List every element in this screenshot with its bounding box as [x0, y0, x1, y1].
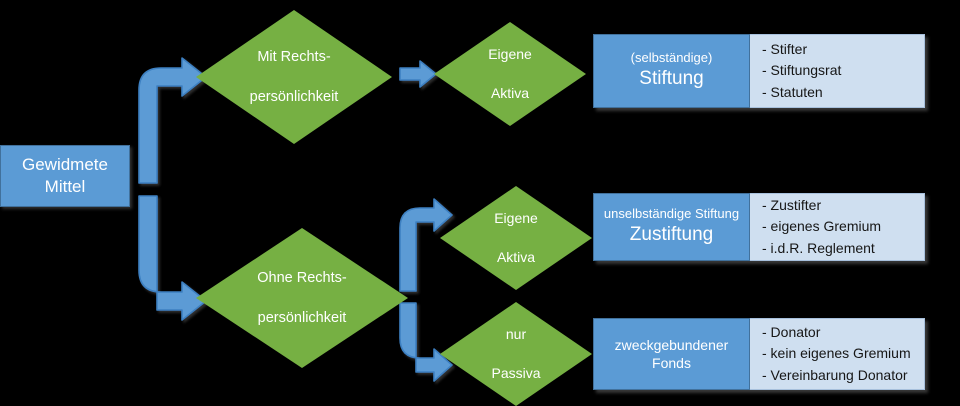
diamond-line-1: Eigene — [488, 46, 532, 63]
detail-item: - Stifter — [762, 41, 808, 58]
result-label-zustiftung[interactable]: unselbständige Stiftung Zustiftung — [593, 193, 750, 261]
detail-item: - Zustifter — [762, 197, 822, 214]
diamond-line-1: Ohne Rechts- — [257, 270, 347, 286]
source-line-1: Gewidmete — [22, 154, 108, 174]
result-row-zustiftung[interactable]: unselbständige Stiftung Zustiftung - Zus… — [593, 193, 925, 261]
detail-item: - eigenes Gremium — [762, 218, 882, 235]
diamond-line-2: Aktiva — [490, 84, 530, 101]
detail-item: - i.d.R. Reglement — [762, 239, 875, 256]
detail-item: - Stiftungsrat — [762, 62, 842, 79]
result-sublabel: (selbständige) — [630, 50, 713, 66]
node-nur-passiva[interactable]: nur Passiva — [440, 302, 592, 406]
result-details-zweckgebundener-fonds: - Donator - kein eigenes Gremium - Verei… — [750, 318, 925, 390]
diamond-line-1: Eigene — [494, 210, 538, 227]
node-ohne-rechtspersoenlichkeit[interactable]: Ohne Rechts- persönlichkeit — [196, 228, 408, 368]
diamond-line-2: Passiva — [491, 364, 541, 381]
arrow-source-to-mit — [138, 57, 207, 184]
result-details-stiftung: - Stifter - Stiftungsrat - Statuten — [750, 34, 925, 108]
result-sublabel: unselbständige Stiftung — [603, 206, 740, 222]
arrow-mit-to-eigene-aktiva — [399, 60, 437, 88]
result-row-zweckgebundener-fonds[interactable]: zweckgebundener Fonds - Donator - kein e… — [593, 318, 925, 390]
diamond-line-1: Mit Rechts- — [257, 49, 331, 65]
result-mainlabel: Stiftung — [639, 68, 704, 90]
detail-item: - Statuten — [762, 83, 823, 100]
arrow-ohne-to-nur-passiva — [399, 302, 453, 382]
node-eigene-aktiva-unten[interactable]: Eigene Aktiva — [440, 186, 592, 290]
node-eigene-aktiva-oben[interactable]: Eigene Aktiva — [434, 22, 586, 126]
arrow-source-to-ohne — [138, 195, 207, 321]
diamond-line-2: persönlichkeit — [257, 310, 347, 326]
node-gewidmete-mittel[interactable]: Gewidmete Mittel — [0, 145, 130, 207]
result-label-stiftung[interactable]: (selbständige) Stiftung — [593, 34, 750, 108]
source-line-2: Mittel — [44, 177, 86, 196]
result-row-stiftung[interactable]: (selbständige) Stiftung - Stifter - Stif… — [593, 34, 925, 108]
detail-item: - Vereinbarung Donator — [762, 366, 908, 383]
detail-item: - kein eigenes Gremium — [762, 345, 911, 362]
result-label-zweckgebundener-fonds[interactable]: zweckgebundener Fonds — [593, 318, 750, 390]
node-mit-rechtspersoenlichkeit[interactable]: Mit Rechts- persönlichkeit — [196, 10, 392, 144]
diamond-line-2: persönlichkeit — [249, 89, 339, 105]
result-mainlabel: Zustiftung — [629, 224, 714, 246]
diamond-line-2: Aktiva — [496, 248, 536, 265]
diamond-line-1: nur — [505, 326, 527, 343]
detail-item: - Donator — [762, 324, 821, 341]
result-singlelabel: zweckgebundener Fonds — [614, 336, 729, 371]
arrow-ohne-to-eigene-aktiva — [399, 198, 453, 292]
result-details-zustiftung: - Zustifter - eigenes Gremium - i.d.R. R… — [750, 193, 925, 261]
